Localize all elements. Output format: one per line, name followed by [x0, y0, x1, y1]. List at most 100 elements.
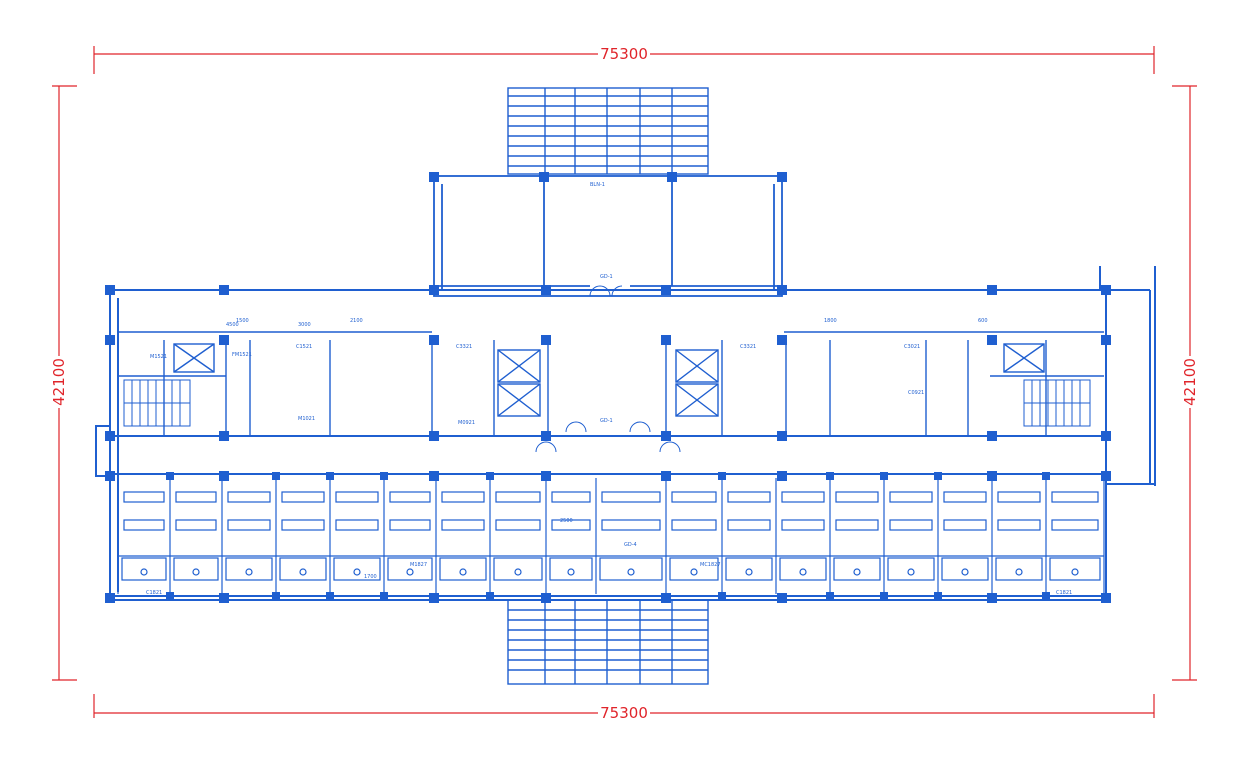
south-rooms — [117, 478, 1105, 594]
bed — [335, 519, 379, 531]
bed — [551, 519, 591, 531]
column — [987, 431, 997, 441]
bed — [123, 519, 165, 531]
column — [718, 472, 726, 480]
column — [380, 592, 388, 600]
dimension-top-value: 75300 — [600, 45, 648, 63]
label-dim-2100: 2100 — [350, 318, 363, 324]
bed — [441, 491, 485, 503]
column — [661, 431, 671, 441]
column — [987, 593, 997, 603]
bathroom — [439, 557, 487, 581]
column — [429, 335, 439, 345]
bed — [1051, 519, 1099, 531]
label-m1021: M1021 — [298, 416, 315, 422]
toilet-fixture — [459, 568, 467, 576]
column — [1042, 472, 1050, 480]
column — [541, 471, 551, 481]
label-dim-1700: 1700 — [364, 574, 377, 580]
dimension-bottom-value: 75300 — [600, 704, 648, 722]
label-fm1521: FM1521 — [232, 352, 252, 358]
bathroom — [995, 557, 1043, 581]
bathroom — [725, 557, 773, 581]
dimension-left — [52, 85, 77, 681]
toilet-fixture — [299, 568, 307, 576]
column — [541, 593, 551, 603]
label-canopy: BLN-1 — [590, 182, 605, 188]
column — [166, 592, 174, 600]
bed — [281, 519, 325, 531]
stairs — [123, 379, 1091, 427]
column — [777, 172, 787, 182]
column — [777, 593, 787, 603]
dimension-top — [93, 46, 1155, 74]
column — [880, 472, 888, 480]
label-c1821b: C1821 — [1056, 590, 1072, 596]
bathroom — [669, 557, 719, 581]
column — [219, 431, 229, 441]
label-dim-1800: 1800 — [824, 318, 837, 324]
column — [718, 592, 726, 600]
canopy-bottom — [507, 599, 709, 685]
bathroom — [1049, 557, 1101, 581]
structural-columns — [105, 172, 1111, 603]
toilet-fixture — [627, 568, 635, 576]
column — [272, 472, 280, 480]
column — [539, 172, 549, 182]
bathroom — [941, 557, 989, 581]
column — [429, 471, 439, 481]
column — [105, 335, 115, 345]
column — [661, 285, 671, 295]
bed — [389, 491, 431, 503]
toilet-fixture — [907, 568, 915, 576]
column — [777, 335, 787, 345]
column — [380, 472, 388, 480]
toilet-fixture — [140, 568, 148, 576]
toilet-fixture — [567, 568, 575, 576]
column — [1101, 471, 1111, 481]
column — [987, 471, 997, 481]
column — [777, 471, 787, 481]
bathroom — [599, 557, 663, 581]
column — [777, 285, 787, 295]
column — [541, 285, 551, 295]
bed — [889, 491, 933, 503]
bed — [997, 519, 1041, 531]
label-m1521: M1521 — [150, 354, 167, 360]
label-dim-2500: 2500 — [560, 518, 573, 524]
canopy-top — [507, 87, 709, 175]
label-dim-4500: 4500 — [226, 322, 239, 328]
column — [541, 431, 551, 441]
bed — [123, 491, 165, 503]
column — [219, 471, 229, 481]
dimension-right — [1172, 85, 1197, 681]
column — [105, 593, 115, 603]
toilet-fixture — [799, 568, 807, 576]
column — [1101, 285, 1111, 295]
bed — [943, 519, 987, 531]
toilet-fixture — [961, 568, 969, 576]
column — [1101, 335, 1111, 345]
column — [219, 335, 229, 345]
toilet-fixture — [1015, 568, 1023, 576]
toilet-fixture — [192, 568, 200, 576]
label-mc1827: MC1827 — [700, 562, 721, 568]
toilet-fixture — [853, 568, 861, 576]
column — [934, 472, 942, 480]
north-rooms — [118, 331, 1104, 436]
column — [987, 285, 997, 295]
bed — [495, 519, 541, 531]
label-c3321b: C3321 — [740, 344, 756, 350]
column — [826, 472, 834, 480]
bed — [781, 491, 825, 503]
bathroom — [173, 557, 219, 581]
toilet-fixture — [690, 568, 698, 576]
bed — [889, 519, 933, 531]
column — [429, 431, 439, 441]
column — [219, 593, 229, 603]
column — [105, 471, 115, 481]
bathroom — [121, 557, 167, 581]
bed — [227, 519, 271, 531]
